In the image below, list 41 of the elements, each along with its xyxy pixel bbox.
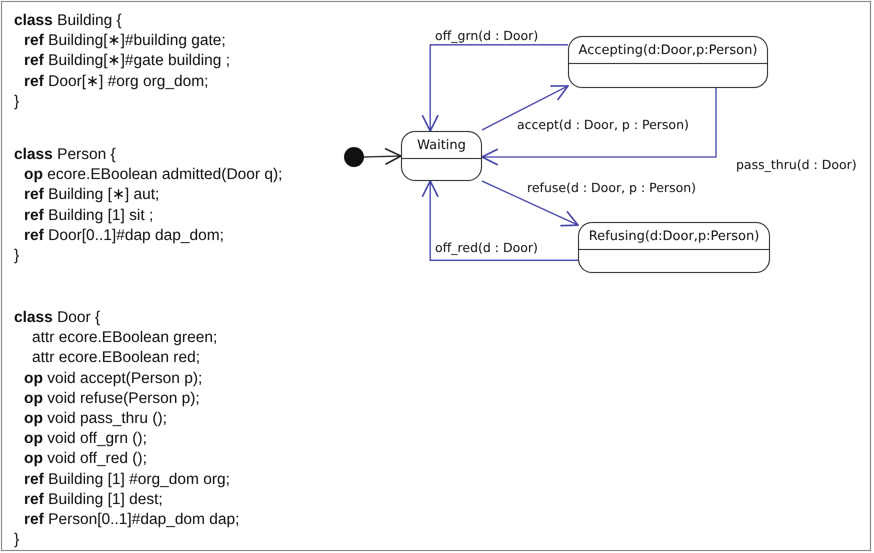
code-line: }	[14, 531, 20, 550]
code-line: }	[14, 247, 20, 265]
code-line: class Person {	[14, 146, 116, 164]
edge-label: refuse(d : Door, p : Person)	[526, 180, 698, 195]
transition-arrow	[364, 148, 402, 166]
state-box	[568, 36, 768, 88]
code-line: ref Building [1] sit ;	[24, 206, 154, 225]
transition-arrow	[422, 180, 578, 261]
transition-arrow	[482, 85, 569, 131]
code-line: op void off_red ();	[24, 450, 147, 468]
transition-arrow	[482, 180, 579, 226]
code-line: class Building {	[14, 12, 122, 30]
state-box	[401, 131, 482, 181]
code-line: ref Building [∗] aut;	[24, 186, 160, 204]
transition-arrow	[481, 88, 717, 166]
code-line: }	[14, 92, 20, 111]
code-line: ref Person[0..1]#dap_dom dap;	[24, 511, 240, 529]
code-line: op void refuse(Person p);	[24, 390, 200, 408]
code-line: ref Building [1] #org_dom org;	[24, 470, 230, 489]
state-box	[578, 222, 770, 273]
state-name: Refusing(d:Door,p:Person)	[588, 228, 760, 244]
edge-label: off_grn(d : Door)	[434, 28, 540, 43]
code-line: ref Door[0..1]#dap dap_dom;	[24, 226, 224, 245]
state-name: Waiting	[417, 138, 466, 152]
code-line: op ecore.EBoolean admitted(Door q);	[24, 166, 282, 184]
code-line: ref Door[∗] #org org_dom;	[24, 72, 208, 91]
code-line: op void pass_thru ();	[24, 410, 167, 428]
code-line: ref Building [1] dest;	[24, 490, 163, 509]
code-line: class Door {	[14, 309, 100, 327]
edge-label: accept(d : Door, p : Person)	[516, 117, 690, 132]
transition-arrow	[422, 44, 568, 132]
code-line: ref Building[∗]#gate building ;	[24, 52, 230, 70]
code-line: op void accept(Person p);	[24, 370, 202, 388]
state-name: Accepting(d:Door,p:Person)	[578, 42, 758, 58]
code-line: attr ecore.EBoolean red;	[32, 349, 200, 368]
code-line: attr ecore.EBoolean green;	[32, 329, 218, 348]
code-line: ref Building[∗]#building gate;	[24, 32, 226, 50]
edge-label: pass_thru(d : Door)	[735, 157, 858, 172]
edge-label: off_red(d : Door)	[434, 240, 539, 255]
initial-state-dot	[344, 147, 364, 167]
code-line: op void off_grn ();	[24, 430, 147, 448]
